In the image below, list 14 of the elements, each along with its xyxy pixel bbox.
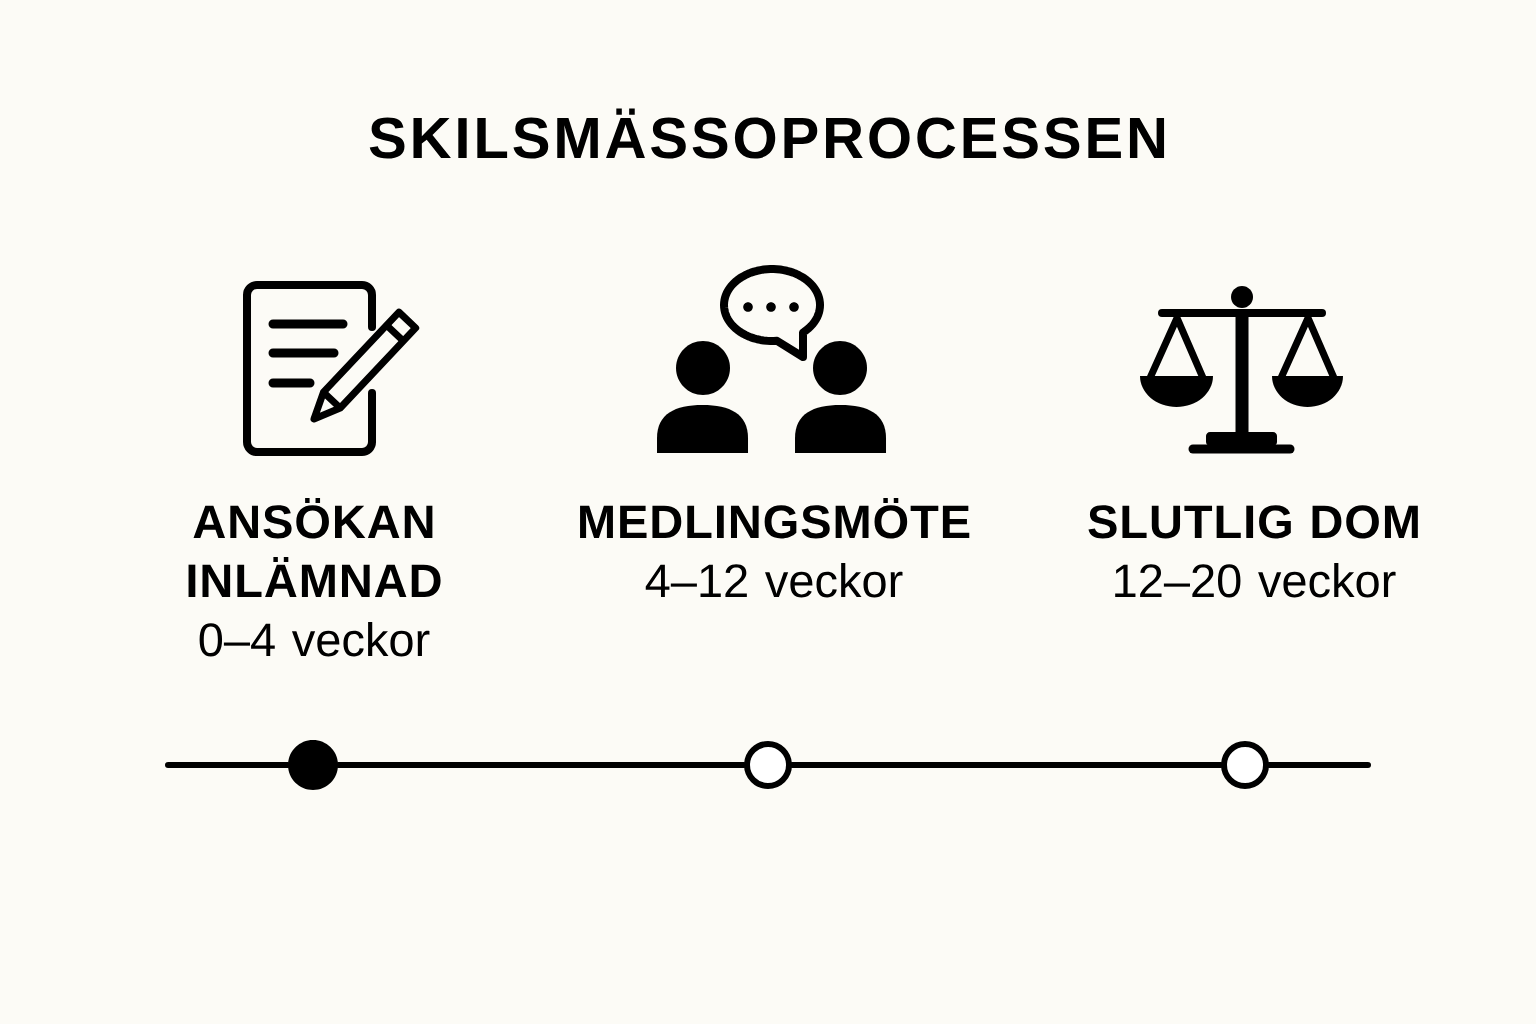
timeline-line: [335, 762, 747, 768]
duration-label: 0–4 veckor: [199, 622, 430, 657]
timeline-dot: [1221, 741, 1269, 789]
timeline-line: [1266, 762, 1371, 768]
timeline-line: [789, 762, 1224, 768]
timeline-dot: [288, 740, 338, 790]
timeline-dot: [744, 741, 792, 789]
step-heading: ANSÖKAN INLÄMNAD: [188, 497, 441, 597]
duration-label: 12–20 veckor: [1115, 563, 1396, 598]
timeline-line: [165, 762, 291, 768]
step-heading: SLUTLIG DOM: [1088, 505, 1418, 539]
step-heading: MEDLINGSMÖTE: [580, 497, 970, 539]
duration-label: 4–12 veckor: [645, 563, 903, 598]
title: SKILSMÄSSOPROCESSEN: [369, 108, 1165, 159]
